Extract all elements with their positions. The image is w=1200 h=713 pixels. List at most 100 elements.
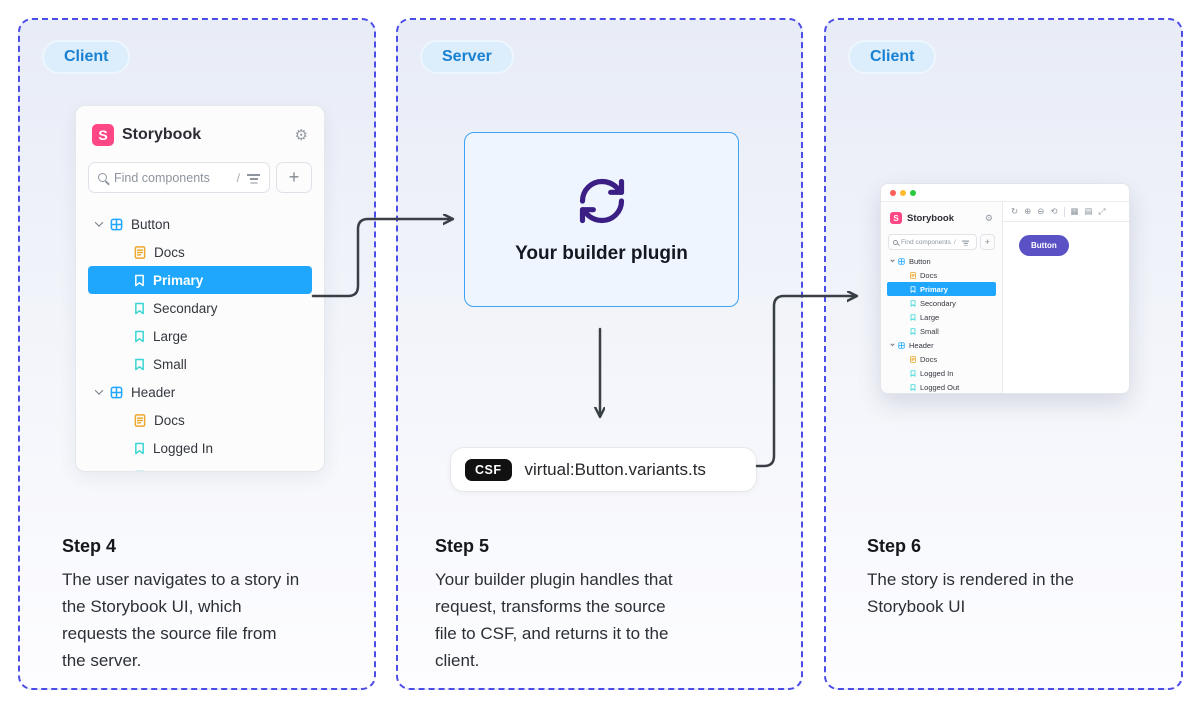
sidebar-item-primary[interactable]: Primary <box>88 266 312 294</box>
sidebar-item-header[interactable]: Header <box>887 338 996 352</box>
sidebar-item-logged-in[interactable]: Logged In <box>88 434 312 462</box>
sidebar-item-primary[interactable]: Primary <box>887 282 996 296</box>
sidebar-item-docs[interactable]: Docs <box>887 352 996 366</box>
step-block: Step 4 The user navigates to a story in … <box>62 536 348 674</box>
chevron-down-icon[interactable] <box>94 218 104 227</box>
sidebar-item-small[interactable]: Small <box>88 350 312 378</box>
bookmark-icon <box>135 330 144 342</box>
mini-sidebar: S Storybook ⚙ Find components / + But <box>881 202 1003 393</box>
component-icon <box>110 218 123 230</box>
zoom-in-icon[interactable]: ⊕ <box>1024 206 1032 217</box>
step-description: Your builder plugin handles that request… <box>435 570 673 670</box>
fullscreen-icon[interactable]: ⤢ <box>1098 206 1106 217</box>
server-panel: Server Your builder plugin CSF virtual:B… <box>396 18 803 690</box>
filter-icon[interactable] <box>961 240 969 245</box>
sidebar-item-small[interactable]: Small <box>887 324 996 338</box>
search-icon <box>98 173 107 182</box>
story-canvas: Button <box>1003 222 1129 393</box>
remount-icon[interactable]: ↻ <box>1011 206 1019 217</box>
document-icon <box>910 355 916 363</box>
storybook-header: S Storybook ⚙ <box>76 106 324 146</box>
search-placeholder: Find components <box>901 238 951 246</box>
storybook-sidebar-card: S Storybook ⚙ Find components / + Button… <box>75 105 325 472</box>
filter-icon[interactable] <box>247 173 260 182</box>
client-badge: Client <box>42 40 131 74</box>
storybook-logo-icon: S <box>92 124 114 146</box>
zoom-reset-icon[interactable]: ⟲ <box>1050 206 1058 217</box>
sidebar-item-button[interactable]: Button <box>887 254 996 268</box>
rendered-button[interactable]: Button <box>1019 235 1069 256</box>
sidebar-item-large[interactable]: Large <box>887 310 996 324</box>
client-panel-right: Client S Storybook ⚙ Find <box>824 18 1183 690</box>
component-icon <box>110 386 123 398</box>
bookmark-icon <box>910 383 916 391</box>
sync-icon <box>579 178 624 223</box>
sidebar-item-button[interactable]: Button <box>88 210 312 238</box>
sidebar-item-header[interactable]: Header <box>88 378 312 406</box>
storybook-logo-icon: S <box>890 212 902 224</box>
grid-icon[interactable]: ▦ <box>1070 206 1079 217</box>
add-story-button[interactable]: + <box>276 162 312 193</box>
add-story-button[interactable]: + <box>979 234 995 250</box>
step-title: Step 4 <box>62 536 117 556</box>
document-icon <box>134 245 146 259</box>
storybook-brand: Storybook <box>122 126 202 143</box>
search-placeholder: Find components <box>114 170 210 185</box>
sidebar-item-secondary[interactable]: Secondary <box>88 294 312 322</box>
search-input[interactable]: Find components / <box>888 234 977 250</box>
sidebar-item-logged-out[interactable]: Logged Out <box>887 380 996 393</box>
sidebar-item-docs[interactable]: Docs <box>88 406 312 434</box>
chevron-down-icon[interactable] <box>890 341 895 346</box>
step-block: Step 6 The story is rendered in the Stor… <box>867 536 1155 620</box>
background-icon[interactable]: ▤ <box>1084 206 1093 217</box>
maximize-icon[interactable] <box>910 189 916 196</box>
close-icon[interactable] <box>890 189 896 196</box>
window-titlebar <box>881 184 1129 202</box>
sidebar-item-secondary[interactable]: Secondary <box>887 296 996 310</box>
step-title: Step 5 <box>435 536 490 556</box>
bookmark-icon <box>135 302 144 314</box>
builder-plugin-box: Your builder plugin <box>464 132 739 307</box>
document-icon <box>910 271 916 279</box>
chevron-down-icon[interactable] <box>94 386 104 395</box>
bookmark-icon <box>135 274 144 286</box>
step-title: Step 6 <box>867 536 922 556</box>
bookmark-icon <box>910 285 916 293</box>
bookmark-icon <box>135 470 144 471</box>
csf-file-pill: CSF virtual:Button.variants.ts <box>450 447 757 492</box>
gear-icon[interactable]: ⚙ <box>294 126 308 144</box>
bookmark-icon <box>910 369 916 377</box>
csf-badge: CSF <box>465 458 512 481</box>
gear-icon[interactable]: ⚙ <box>984 212 993 223</box>
search-shortcut: / <box>953 238 956 246</box>
plugin-label: Your builder plugin <box>515 242 688 264</box>
canvas-toolbar: ↻ ⊕ ⊖ ⟲ ▦ ▤ ⤢ <box>1003 202 1129 222</box>
step-block: Step 5 Your builder plugin handles that … <box>435 536 775 674</box>
search-shortcut: / <box>236 170 240 185</box>
document-icon <box>134 413 146 427</box>
step-description: The story is rendered in the Storybook U… <box>867 570 1074 616</box>
component-icon <box>898 257 905 265</box>
sidebar-item-logged-out[interactable]: Logged Out <box>88 462 312 471</box>
virtual-file-name: virtual:Button.variants.ts <box>524 459 706 479</box>
sidebar-item-large[interactable]: Large <box>88 322 312 350</box>
zoom-out-icon[interactable]: ⊖ <box>1037 206 1045 217</box>
client-badge: Client <box>848 40 937 74</box>
search-input[interactable]: Find components / <box>88 162 270 193</box>
sidebar-item-docs[interactable]: Docs <box>887 268 996 282</box>
bookmark-icon <box>135 358 144 370</box>
toolbar-divider <box>1063 206 1065 217</box>
mini-canvas: ↻ ⊕ ⊖ ⟲ ▦ ▤ ⤢ Button <box>1003 202 1129 393</box>
chevron-down-icon[interactable] <box>890 257 895 262</box>
client-panel-left: Client S Storybook ⚙ Find components / +… <box>18 18 376 690</box>
bookmark-icon <box>910 313 916 321</box>
sidebar-item-logged-in[interactable]: Logged In <box>887 366 996 380</box>
bookmark-icon <box>135 442 144 454</box>
minimize-icon[interactable] <box>900 189 906 196</box>
sidebar-item-docs[interactable]: Docs <box>88 238 312 266</box>
server-badge: Server <box>420 40 514 74</box>
bookmark-icon <box>910 327 916 335</box>
search-icon <box>893 239 898 245</box>
